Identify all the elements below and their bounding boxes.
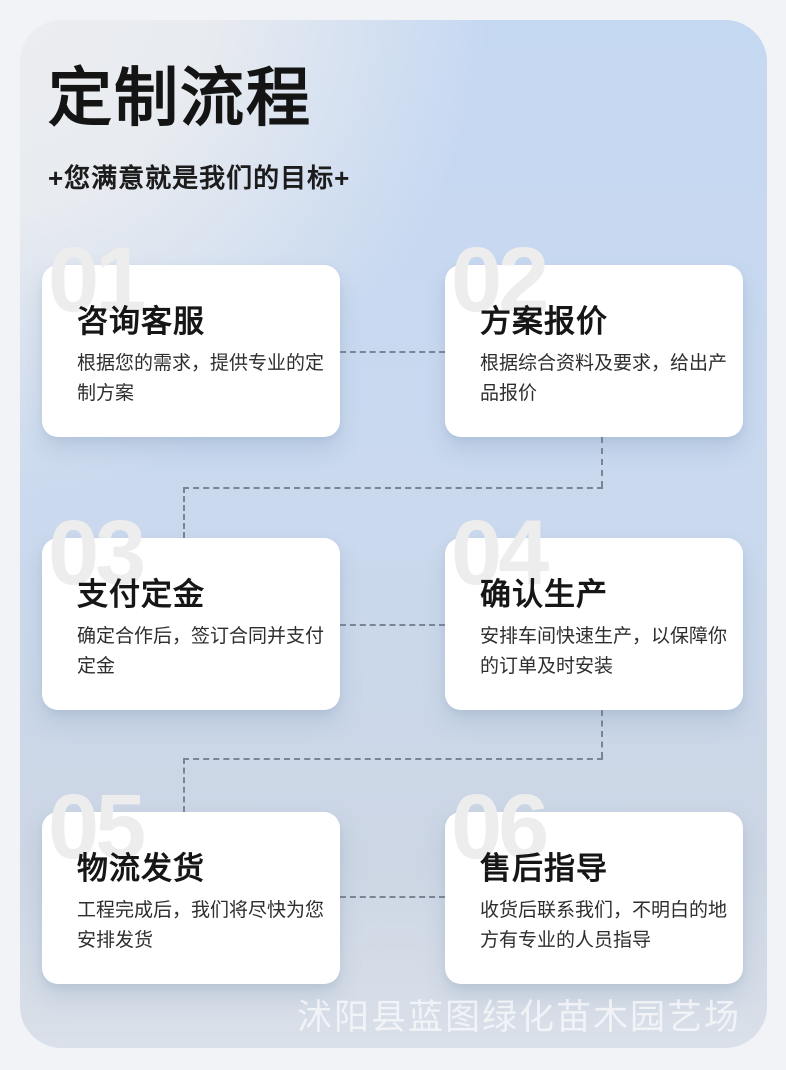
card-background: [445, 265, 743, 437]
card-background: [42, 538, 340, 710]
step-card-2: 02 方案报价 根据综合资料及要求，给出产品报价: [445, 234, 743, 437]
step-description: 确定合作后，签订合同并支付定金: [77, 626, 325, 677]
step-description: 根据综合资料及要求，给出产品报价: [480, 353, 728, 404]
step-card-1: 01 咨询客服 根据您的需求，提供专业的定制方案: [42, 234, 340, 437]
watermark-text: 沭阳县蓝图绿化苗木园艺场: [296, 998, 741, 1037]
connector-step5-step6: [340, 896, 445, 898]
step-title: 支付定金: [77, 577, 205, 612]
step-description: 根据您的需求，提供专业的定制方案: [77, 353, 325, 404]
step-title: 物流发货: [77, 851, 205, 886]
card-body: 售后指导 收货后联系我们，不明白的地方有专业的人员指导: [445, 812, 743, 984]
connector-step5-up: [183, 758, 185, 812]
step-description: 工程完成后，我们将尽快为您安排发货: [77, 900, 325, 951]
card-background: [445, 812, 743, 984]
step-title: 售后指导: [480, 851, 608, 886]
card-body: 物流发货 工程完成后，我们将尽快为您安排发货: [42, 812, 340, 984]
connector-step2-step3-horizontal: [183, 487, 603, 489]
card-body: 方案报价 根据综合资料及要求，给出产品报价: [445, 265, 743, 437]
gradient-panel: 定制流程 +您满意就是我们的目标+ 01 咨询客服 根据您的需求，提供专业的定制…: [20, 20, 767, 1048]
step-title: 确认生产: [480, 577, 608, 612]
page-subtitle: +您满意就是我们的目标+: [48, 163, 351, 193]
connector-step4-down: [601, 710, 603, 758]
card-body: 咨询客服 根据您的需求，提供专业的定制方案: [42, 265, 340, 437]
connector-step3-up: [183, 487, 185, 538]
step-description: 安排车间快速生产，以保障你的订单及时安装: [480, 626, 728, 677]
card-background: [42, 812, 340, 984]
step-card-3: 03 支付定金 确定合作后，签订合同并支付定金: [42, 507, 340, 710]
connector-step4-step5-horizontal: [183, 758, 603, 760]
card-body: 支付定金 确定合作后，签订合同并支付定金: [42, 538, 340, 710]
connector-step1-step2: [340, 351, 445, 353]
step-title: 方案报价: [480, 304, 608, 339]
connector-step2-down: [601, 437, 603, 487]
step-card-5: 05 物流发货 工程完成后，我们将尽快为您安排发货: [42, 781, 340, 984]
step-card-4: 04 确认生产 安排车间快速生产，以保障你的订单及时安装: [445, 507, 743, 710]
card-body: 确认生产 安排车间快速生产，以保障你的订单及时安装: [445, 538, 743, 710]
page-title: 定制流程: [48, 62, 312, 134]
step-title: 咨询客服: [77, 304, 205, 339]
step-description: 收货后联系我们，不明白的地方有专业的人员指导: [480, 900, 728, 951]
card-background: [445, 538, 743, 710]
connector-step3-step4: [340, 624, 445, 626]
step-card-6: 06 售后指导 收货后联系我们，不明白的地方有专业的人员指导: [445, 781, 743, 984]
card-background: [42, 265, 340, 437]
